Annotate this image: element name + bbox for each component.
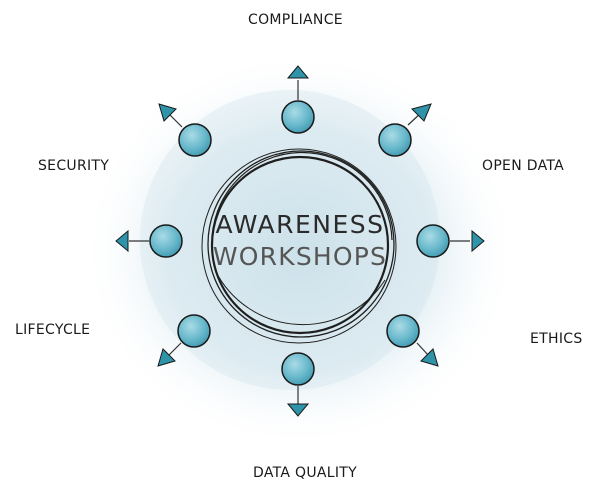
node-top [281, 100, 315, 134]
node-bottom-right [386, 314, 420, 348]
arrow-up-left-icon [158, 103, 177, 122]
topic-nodes [149, 100, 450, 386]
topic-label-open-data: OPEN DATA [482, 158, 564, 174]
arrow-left-icon [115, 229, 129, 253]
arrow-down-left-icon [157, 348, 176, 367]
arrow-up-right-icon [411, 103, 432, 122]
arrow-right-icon [471, 229, 485, 253]
center-title-line-1: AWARENESS [215, 210, 385, 239]
node-right [416, 224, 450, 258]
node-left [149, 224, 183, 258]
node-top-right [378, 123, 412, 157]
topic-label-data-quality: DATA QUALITY [253, 465, 357, 481]
topic-label-lifecycle: LIFECYCLE [15, 322, 91, 338]
arrow-down-icon [286, 403, 310, 417]
arrowheads [115, 65, 485, 417]
topic-label-security: SECURITY [38, 158, 110, 174]
center-rings [201, 148, 397, 344]
topic-label-compliance: COMPLIANCE [248, 12, 343, 28]
arrow-up-icon [286, 65, 310, 79]
node-bottom [281, 352, 315, 386]
center-title-line-2: WORKSHOPS [212, 242, 388, 271]
node-top-left [178, 123, 212, 157]
watercolor-wash-inner [140, 90, 440, 390]
node-bottom-left [177, 314, 211, 348]
arrow-down-right-icon [420, 348, 439, 367]
topic-label-ethics: ETHICS [530, 331, 583, 347]
